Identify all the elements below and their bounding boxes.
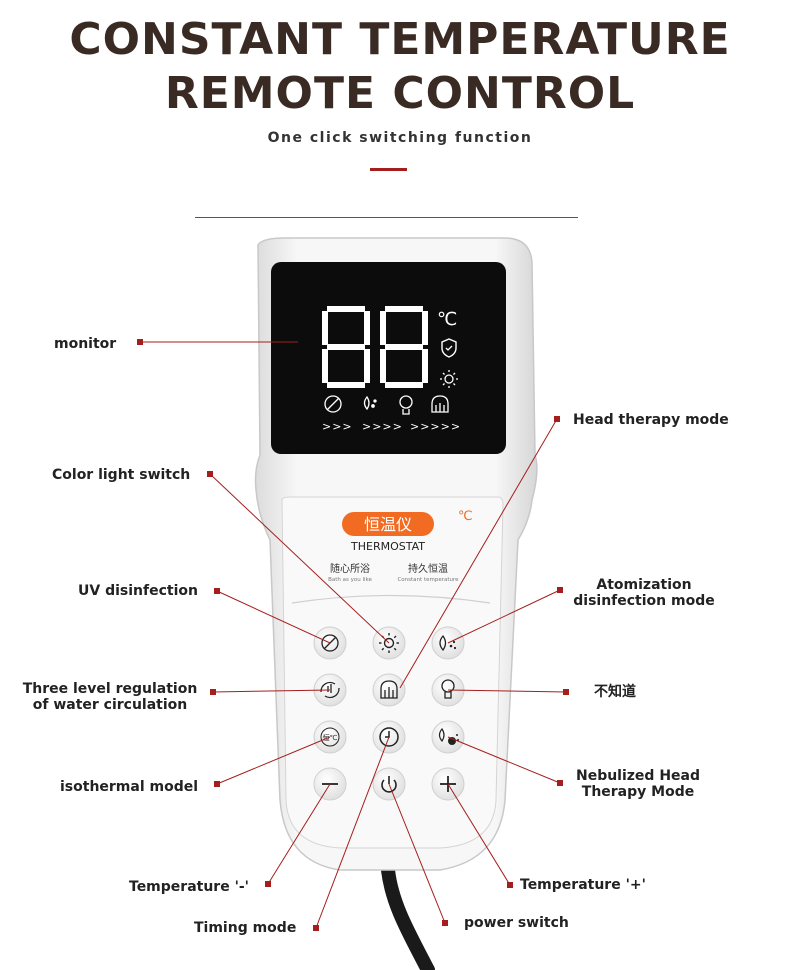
label-temperature-plus: Temperature '+' xyxy=(520,877,646,893)
atomize-icon xyxy=(363,395,377,411)
head-icon xyxy=(441,679,455,699)
label-three-level: Three level regulation of water circulat… xyxy=(16,681,204,713)
label-nebulized: Nebulized Head Therapy Mode xyxy=(566,768,710,800)
page-title-line-1: CONSTANT TEMPERATURE xyxy=(69,14,731,65)
atomize-icon xyxy=(439,634,447,652)
bathtub-icon xyxy=(380,680,398,699)
label-nebulized-line2: Therapy Mode xyxy=(581,784,695,800)
divider xyxy=(195,217,578,218)
uv-icon xyxy=(321,634,339,652)
slogan-left-small: Bath as you like xyxy=(328,577,372,583)
accent-bar xyxy=(370,168,407,171)
screen-unit: ℃ xyxy=(437,309,457,330)
label-head-therapy: Head therapy mode xyxy=(573,412,729,428)
label-three-level-line1: Three level regulation xyxy=(22,681,198,697)
label-atomization-line2: disinfection mode xyxy=(573,593,715,609)
label-color-light: Color light switch xyxy=(52,467,191,483)
head-therapy-button[interactable] xyxy=(372,673,406,707)
page-subtitle: One click switching function xyxy=(267,130,533,146)
power-icon xyxy=(381,776,397,793)
label-uv-disinfection: UV disinfection xyxy=(78,583,198,599)
slogan-right-small: Constant temperature xyxy=(397,577,459,583)
head-icon xyxy=(399,395,413,415)
label-atomization: Atomization disinfection mode xyxy=(566,577,722,609)
slogan-right: 持久恒温 xyxy=(408,562,448,575)
uv-icon xyxy=(324,395,342,413)
shield-icon xyxy=(441,338,457,358)
label-power: power switch xyxy=(464,915,569,931)
label-three-level-line2: of water circulation xyxy=(32,697,188,713)
screen-chevrons-1: >>> xyxy=(322,420,353,433)
brand-badge xyxy=(342,512,434,536)
callout-markers xyxy=(137,339,569,931)
digit-display xyxy=(322,306,428,388)
screen-chevrons-3: >>>>> xyxy=(410,420,461,433)
brand-badge-text: 恒温仪 xyxy=(364,515,412,534)
brand-unit: ℃ xyxy=(458,509,473,524)
label-nebulized-line1: Nebulized Head xyxy=(575,768,701,784)
power-cable xyxy=(381,863,435,970)
circulation-icon xyxy=(431,395,449,413)
label-atomization-line1: Atomization xyxy=(596,577,692,593)
label-unknown: 不知道 xyxy=(594,684,636,700)
sun-icon xyxy=(440,370,458,388)
label-timing: Timing mode xyxy=(194,920,297,936)
slogan-left: 随心所浴 xyxy=(330,562,370,575)
label-isothermal: isothermal model xyxy=(60,779,199,795)
callout-lines xyxy=(140,341,567,929)
label-temperature-minus: Temperature '-' xyxy=(129,879,249,895)
brand-name: THERMOSTAT xyxy=(350,540,425,553)
label-monitor: monitor xyxy=(54,336,117,352)
remote-front-panel xyxy=(281,496,504,849)
screen-chevrons-2: >>>> xyxy=(362,420,403,433)
page-title-line-2: REMOTE CONTROL xyxy=(164,68,636,119)
atomize-icon xyxy=(438,727,445,743)
sun-icon xyxy=(379,633,399,653)
